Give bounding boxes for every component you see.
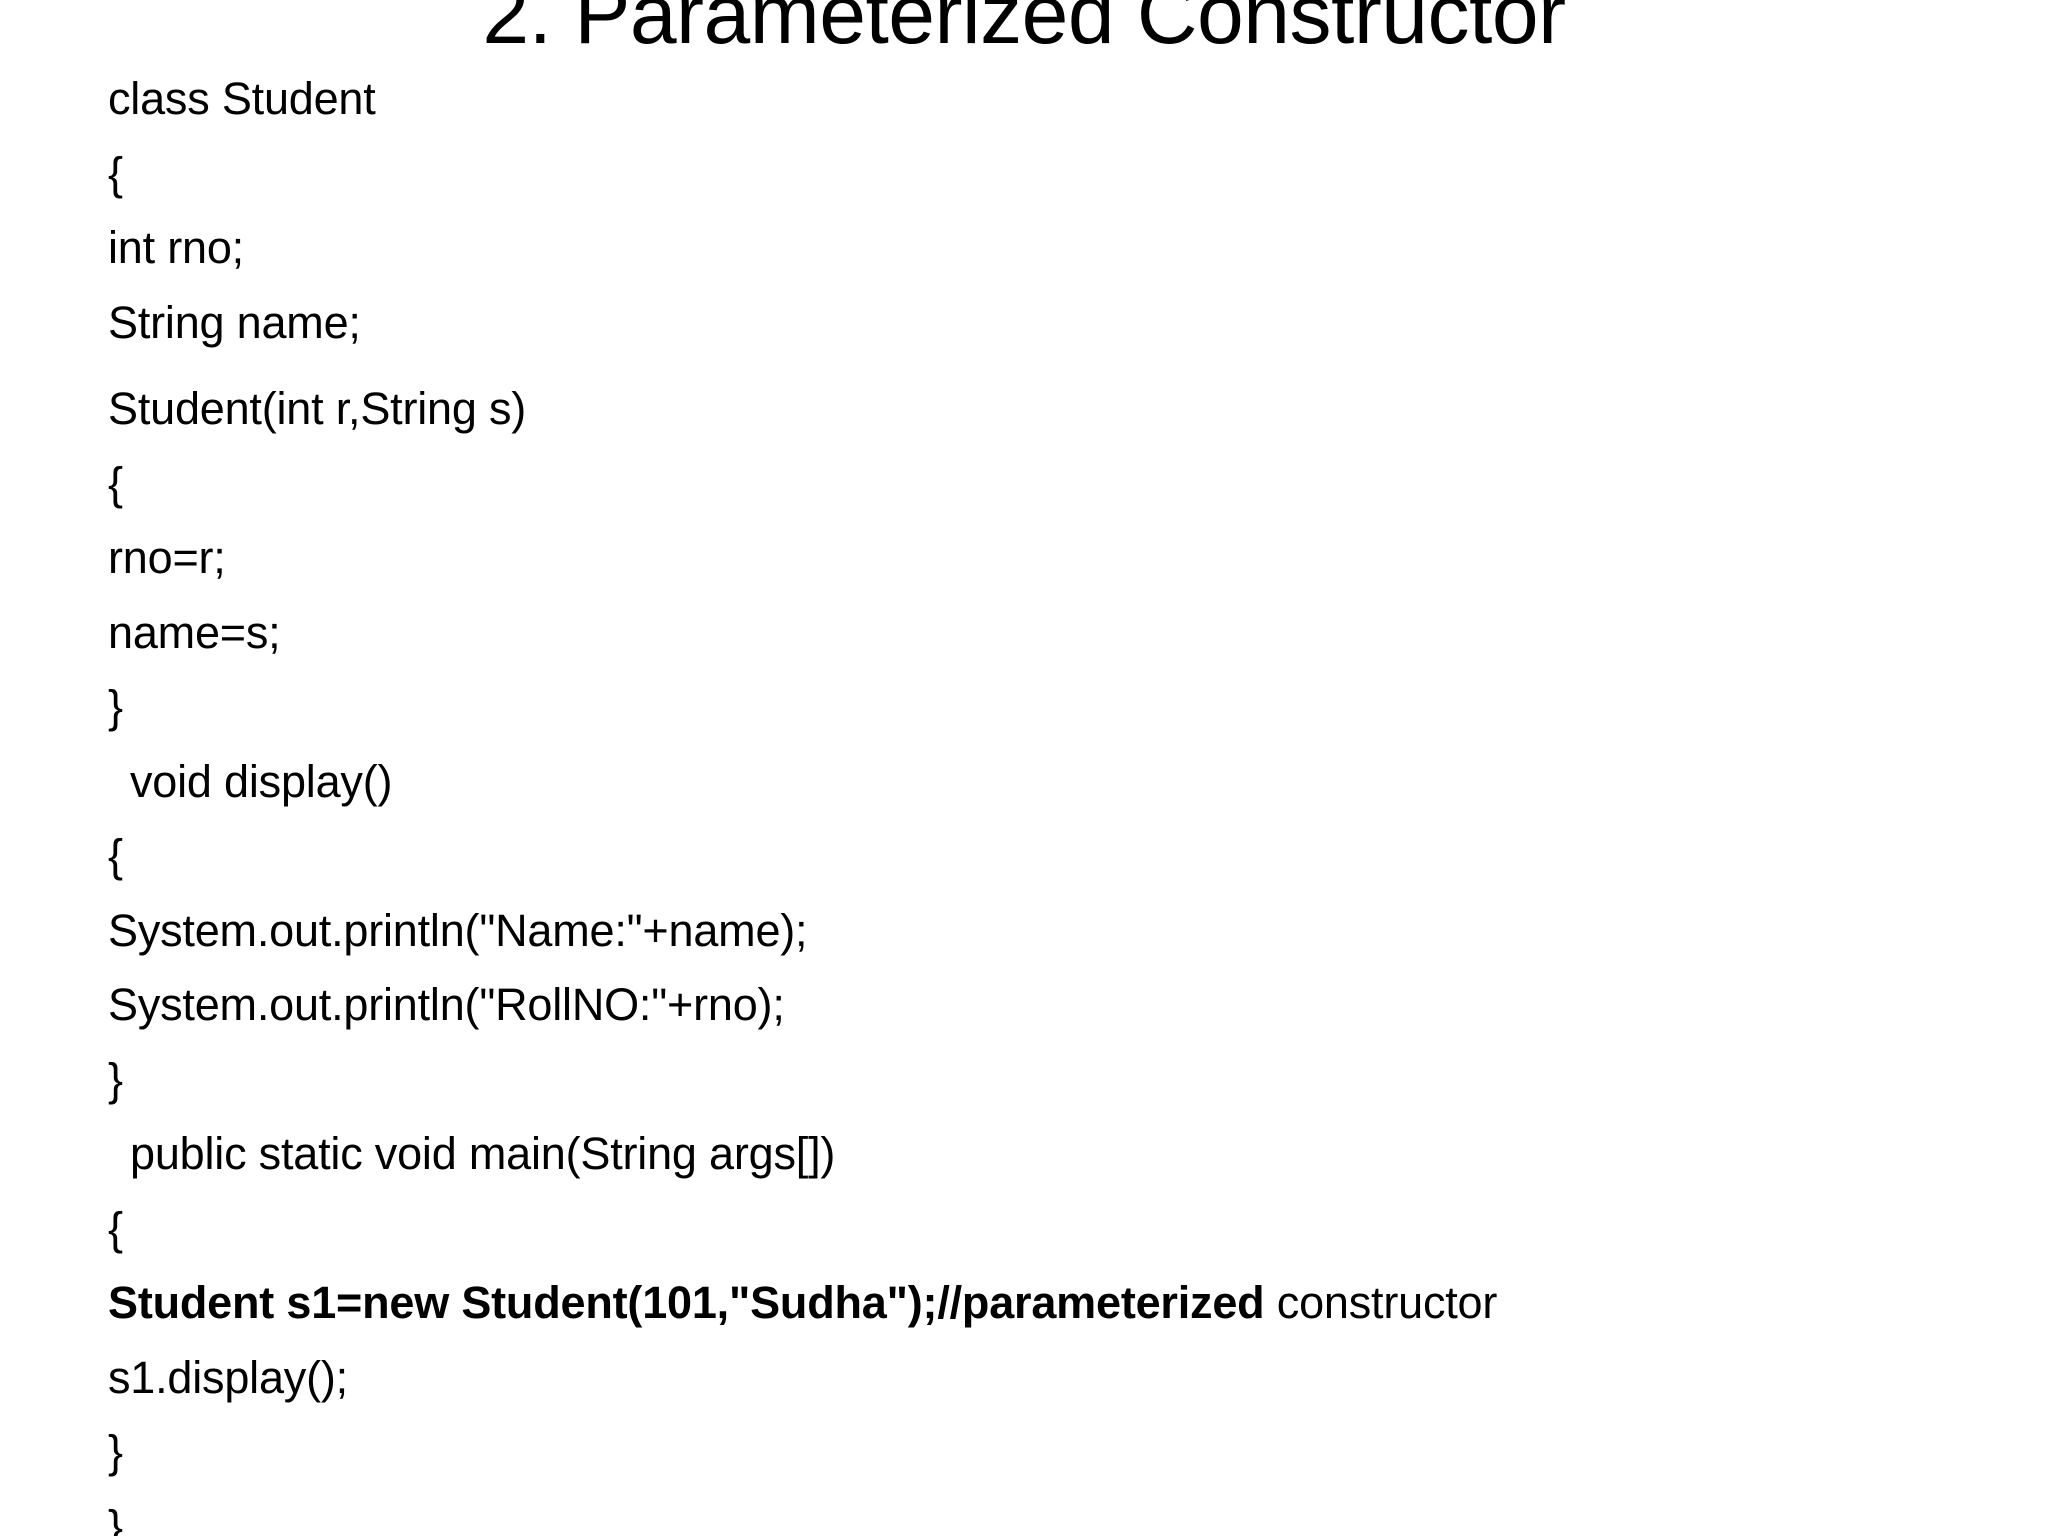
- code-line: void display(): [130, 755, 393, 807]
- code-line: String name;: [108, 296, 361, 348]
- code-line: name=s;: [108, 606, 281, 658]
- code-line: s1.display();: [108, 1351, 348, 1403]
- page-title: 2. Parameterized Constructor: [482, 0, 1566, 61]
- code-line: System.out.println("Name:"+name);: [108, 904, 808, 956]
- code-emphasis: Student s1=new Student(101,"Sudha");//pa…: [108, 1277, 1265, 1328]
- code-line: }: [108, 1426, 123, 1477]
- code-line: {: [108, 830, 123, 881]
- code-line: }: [108, 1053, 123, 1105]
- code-line: int rno;: [108, 222, 244, 273]
- code-line: }: [108, 681, 123, 732]
- code-line: {: [108, 457, 123, 509]
- code-line: Student s1=new Student(101,"Sudha");//pa…: [108, 1277, 1498, 1328]
- code-line: {: [108, 147, 123, 199]
- code-line: rno=r;: [108, 532, 226, 583]
- code-line: class Student: [108, 73, 376, 124]
- code-block: class Student { int rno; String name; Studen…: [108, 62, 2008, 1536]
- code-line: {: [108, 1202, 123, 1254]
- code-line: }: [108, 1500, 123, 1536]
- slide-title-container: 2. Parameterized Constructor: [0, 0, 2048, 62]
- code-line: Student(int r,String s): [108, 383, 527, 434]
- code-line: public static void main(String args[]): [130, 1128, 836, 1179]
- code-line: System.out.println("RollNO:"+rno);: [108, 979, 785, 1030]
